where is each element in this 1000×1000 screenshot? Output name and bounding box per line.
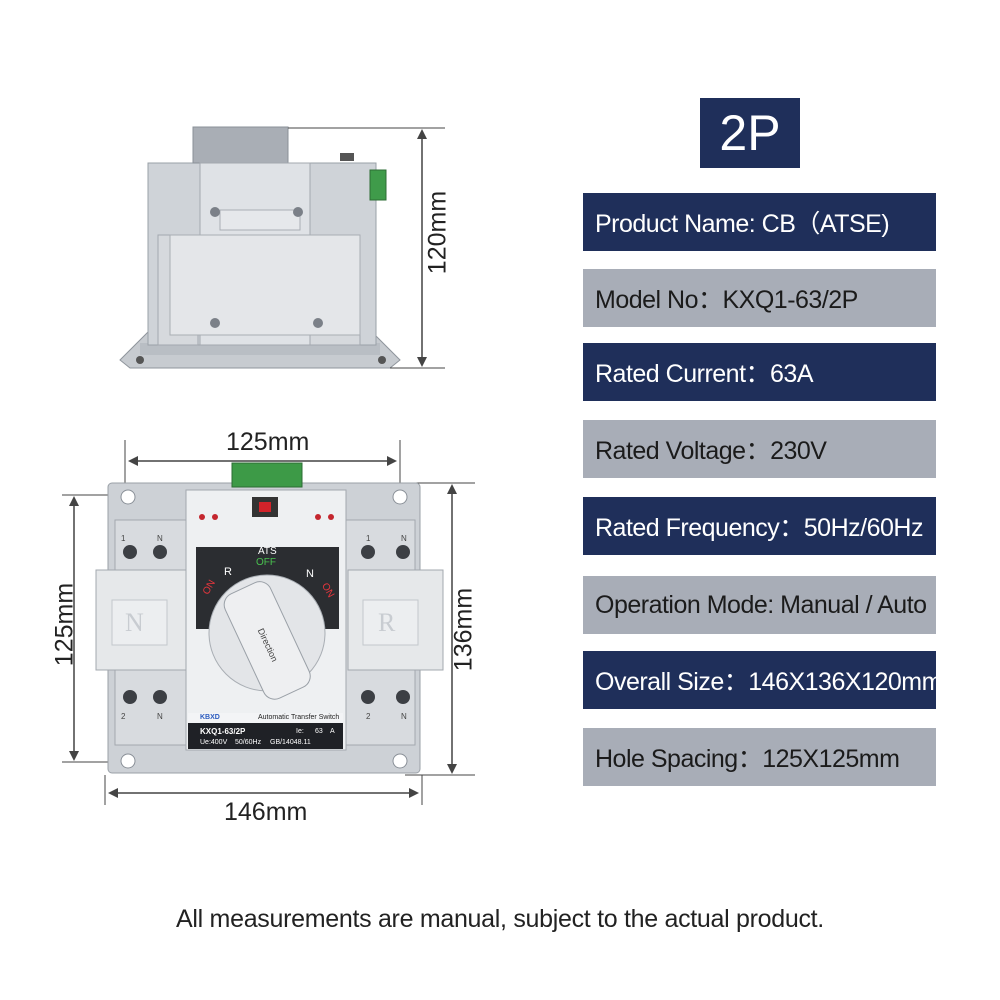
product-type-label: Automatic Transfer Switch	[258, 714, 340, 721]
top-hole-spacing-dimension: 125mm	[226, 428, 310, 456]
nameplate-ie-unit: A	[330, 728, 335, 735]
module-n-label: N	[125, 608, 144, 637]
nameplate-ue: Ue:400V	[200, 739, 228, 746]
spec-row: Overall Size：146X136X120mm	[583, 651, 936, 709]
off-label: OFF	[256, 557, 276, 568]
module-r-label: R	[378, 608, 396, 637]
terminal-n-right: N	[401, 534, 407, 543]
side-view-illustration	[119, 126, 445, 369]
side-height-dimension: 120mm	[423, 190, 452, 275]
nameplate-ie-label: Ie:	[296, 728, 304, 735]
front-view-illustration	[62, 440, 475, 805]
terminal-n-right-bottom: N	[401, 712, 407, 721]
spec-row: Product Name: CB（ATSE)	[583, 193, 936, 251]
terminal-2-right: 2	[366, 712, 371, 721]
brand-logo: KBXD	[200, 714, 220, 721]
nameplate-freq: 50/60Hz	[235, 739, 262, 746]
spec-row: Operation Mode: Manual / Auto	[583, 576, 936, 634]
bottom-width-dimension: 146mm	[224, 798, 308, 826]
nameplate-standard: GB/14048.11	[270, 739, 311, 746]
terminal-1-right: 1	[366, 534, 371, 543]
nameplate-model: KXQ1-63/2P	[200, 727, 246, 736]
terminal-n-left: N	[157, 534, 163, 543]
n-position-label: N	[306, 568, 314, 580]
footer-note: All measurements are manual, subject to …	[176, 905, 824, 933]
ats-label: ATS	[258, 546, 277, 557]
spec-row: Hole Spacing：125X125mm	[583, 728, 936, 786]
terminal-2-left: 2	[121, 712, 126, 721]
pole-count-badge: 2P	[700, 98, 800, 168]
spec-row: Model No：KXQ1-63/2P	[583, 269, 936, 327]
spec-row: Rated Frequency：50Hz/60Hz	[583, 497, 936, 555]
left-hole-spacing-dimension: 125mm	[50, 582, 79, 667]
nameplate-ie-value: 63	[315, 728, 323, 735]
right-height-dimension: 136mm	[449, 587, 478, 672]
spec-row: Rated Voltage：230V	[583, 420, 936, 478]
r-position-label: R	[224, 566, 232, 578]
terminal-1-left: 1	[121, 534, 126, 543]
spec-row: Rated Current：63A	[583, 343, 936, 401]
terminal-n-left-bottom: N	[157, 712, 163, 721]
